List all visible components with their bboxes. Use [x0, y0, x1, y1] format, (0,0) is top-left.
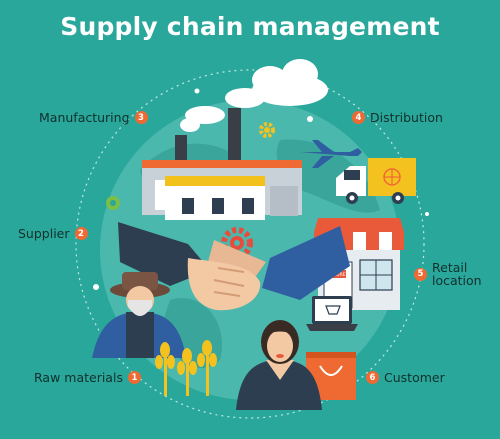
step-label: Customer [384, 370, 445, 385]
step-number-badge: 3 [134, 111, 148, 124]
handshake-illustration [118, 222, 350, 311]
step-number-badge: 5 [414, 267, 427, 281]
step-customer: 6 Customer [366, 371, 445, 384]
diagram-title: Supply chain management [60, 12, 440, 41]
gear-icon-large [221, 227, 253, 259]
step-number-badge: 2 [74, 227, 88, 240]
sparkle-icon [425, 212, 429, 216]
sparkle-icon [194, 88, 200, 94]
step-supplier: Supplier 2 [18, 227, 88, 240]
step-number-badge: 1 [127, 371, 141, 384]
step-label: Retail location [432, 260, 482, 288]
airplane-icon [300, 140, 362, 168]
step-retail-location: 5 Retail location [414, 261, 482, 287]
smoke-cloud [180, 59, 328, 132]
wheat-icon [155, 340, 217, 396]
sparkle-icon [93, 284, 99, 290]
laptop-icon [306, 296, 358, 331]
step-label: Supplier [18, 226, 70, 241]
step-number-badge: 6 [366, 371, 379, 384]
customer-illustration [236, 320, 322, 410]
delivery-truck [336, 158, 416, 204]
sparkle-icon [307, 116, 313, 122]
gear-icon-green [106, 196, 120, 210]
step-label: Raw materials [34, 370, 123, 385]
step-raw-materials: Raw materials 1 [34, 371, 141, 384]
step-label: Manufacturing [39, 110, 130, 125]
step-manufacturing: Manufacturing 3 [39, 111, 148, 124]
gear-icon-small [259, 122, 275, 138]
step-label: Distribution [370, 110, 443, 125]
store-sign: STORE [330, 272, 345, 278]
factory-illustration [142, 108, 302, 220]
step-distribution: 4 Distribution [352, 111, 443, 124]
cycle-ring [75, 69, 425, 419]
farmer-illustration [92, 272, 186, 358]
step-number-badge: 4 [352, 111, 365, 124]
